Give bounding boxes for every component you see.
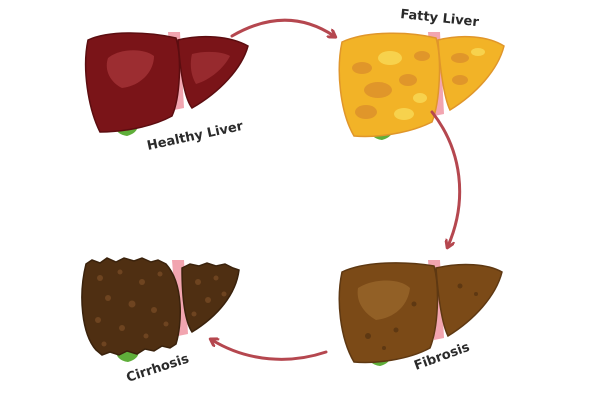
healthy-liver-illustration (84, 32, 249, 136)
arrow-fibrosis-to-cirrhosis (212, 340, 328, 361)
fibrosis-right-lobe (435, 263, 503, 338)
fibrosis-highlight (357, 280, 410, 320)
fatty-right-lobe (437, 35, 505, 112)
arrow-fatty-to-fibrosis (430, 110, 462, 246)
healthy-liver-label: Healthy Liver (146, 119, 245, 154)
fatty-liver-illustration (338, 32, 505, 140)
cirrhosis-right-lobe (181, 262, 240, 334)
cirrhosis-liver-illustration (81, 257, 240, 362)
fibrosis-scarring (365, 283, 478, 350)
fatty-left-lobe (338, 32, 441, 138)
fat-deposits (352, 48, 485, 120)
fatty-liver-label: Fatty Liver (400, 7, 480, 30)
fibrosis-liver-illustration (338, 260, 503, 366)
healthy-highlight (106, 50, 154, 88)
cirrhosis-nodules (95, 269, 227, 347)
arrow-healthy-to-fatty (230, 18, 334, 36)
healthy-highlight-right (190, 51, 230, 84)
